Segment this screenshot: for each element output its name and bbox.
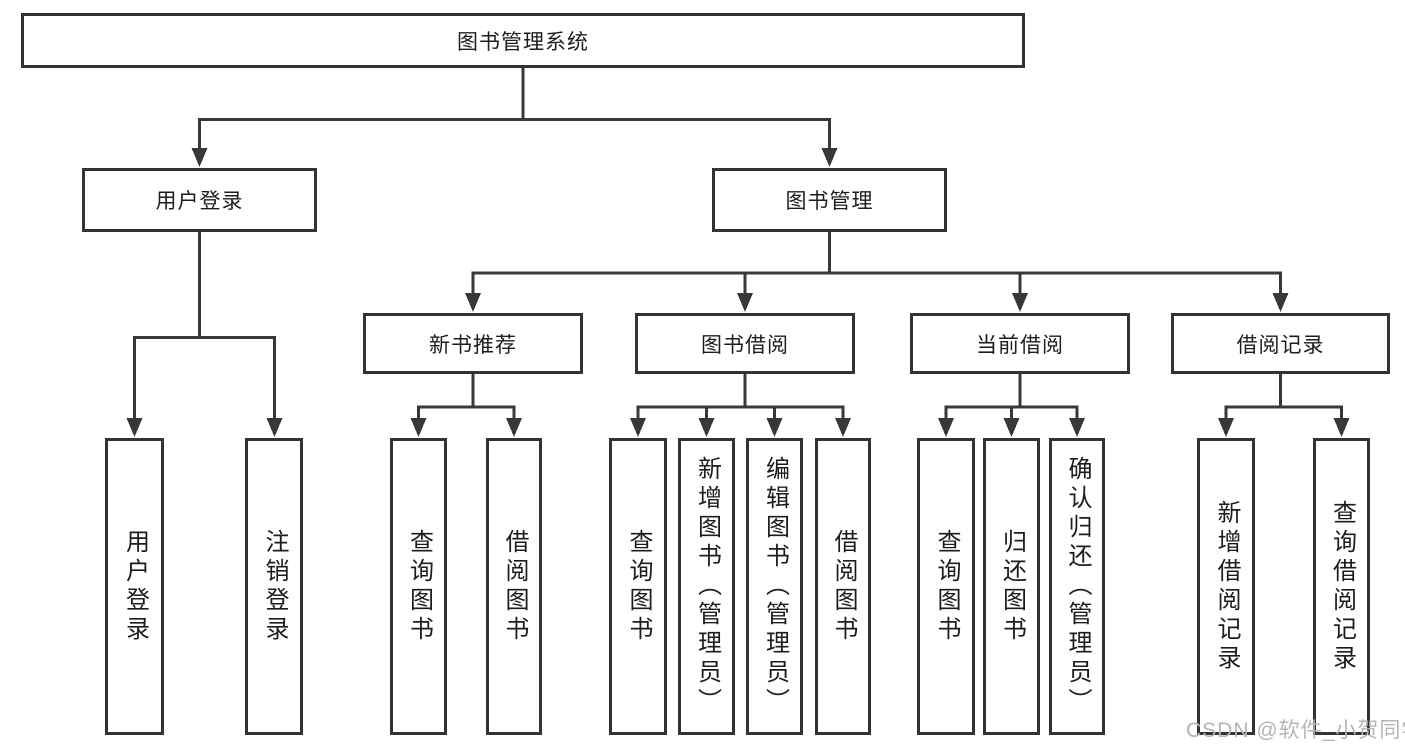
node-label: 图书管理系统 xyxy=(457,30,589,54)
leaf-borrow-books: 借阅图书 xyxy=(815,438,871,735)
leaf-label: 查询图书 xyxy=(405,528,433,645)
leaf-user-login: 用户登录 xyxy=(105,438,164,735)
node-book-management: 图书管理 xyxy=(712,168,947,232)
csdn-watermark: CSDN @软件_小贺同学 xyxy=(1186,719,1405,742)
leaf-borrow-books: 借阅图书 xyxy=(486,438,542,735)
node-book-borrowing: 图书借阅 xyxy=(635,313,855,374)
leaf-label: 借阅图书 xyxy=(830,528,857,645)
node-new-book-recommend: 新书推荐 xyxy=(363,313,583,374)
leaf-return-books: 归还图书 xyxy=(983,438,1040,735)
leaf-label: 查询图书 xyxy=(933,528,960,645)
node-label: 新书推荐 xyxy=(429,333,517,357)
leaf-label: 确认归还（管理员） xyxy=(1064,456,1091,717)
leaf-label: 注销登录 xyxy=(261,528,288,645)
leaf-label: 查询借阅记录 xyxy=(1328,499,1356,674)
leaf-confirm-return-admin: 确认归还（管理员） xyxy=(1049,438,1105,735)
node-label: 当前借阅 xyxy=(976,333,1064,357)
leaf-query-books: 查询图书 xyxy=(609,438,667,735)
leaf-query-books: 查询图书 xyxy=(390,438,447,735)
leaf-label: 用户登录 xyxy=(121,528,149,645)
leaf-label: 查询图书 xyxy=(625,528,652,645)
leaf-label: 借阅图书 xyxy=(501,528,528,645)
node-borrowing-records: 借阅记录 xyxy=(1171,313,1390,374)
node-label: 用户登录 xyxy=(155,190,244,213)
node-user-login: 用户登录 xyxy=(82,168,317,232)
leaf-label: 编辑图书（管理员） xyxy=(761,456,789,717)
node-label: 图书管理 xyxy=(785,190,874,213)
node-label: 借阅记录 xyxy=(1236,333,1325,357)
leaf-label: 新增图书（管理员） xyxy=(693,456,721,717)
leaf-label: 归还图书 xyxy=(998,528,1026,645)
leaf-edit-books-admin: 编辑图书（管理员） xyxy=(746,438,803,735)
node-current-borrowing: 当前借阅 xyxy=(910,313,1130,374)
leaf-add-borrow-record: 新增借阅记录 xyxy=(1197,438,1255,735)
node-label: 图书借阅 xyxy=(701,333,789,357)
leaf-query-books: 查询图书 xyxy=(917,438,975,735)
leaf-label: 新增借阅记录 xyxy=(1213,499,1240,674)
leaf-logout: 注销登录 xyxy=(245,438,303,735)
leaf-query-borrow-record: 查询借阅记录 xyxy=(1313,438,1370,735)
node-library-management-system: 图书管理系统 xyxy=(21,13,1025,68)
leaf-add-books-admin: 新增图书（管理员） xyxy=(678,438,735,735)
